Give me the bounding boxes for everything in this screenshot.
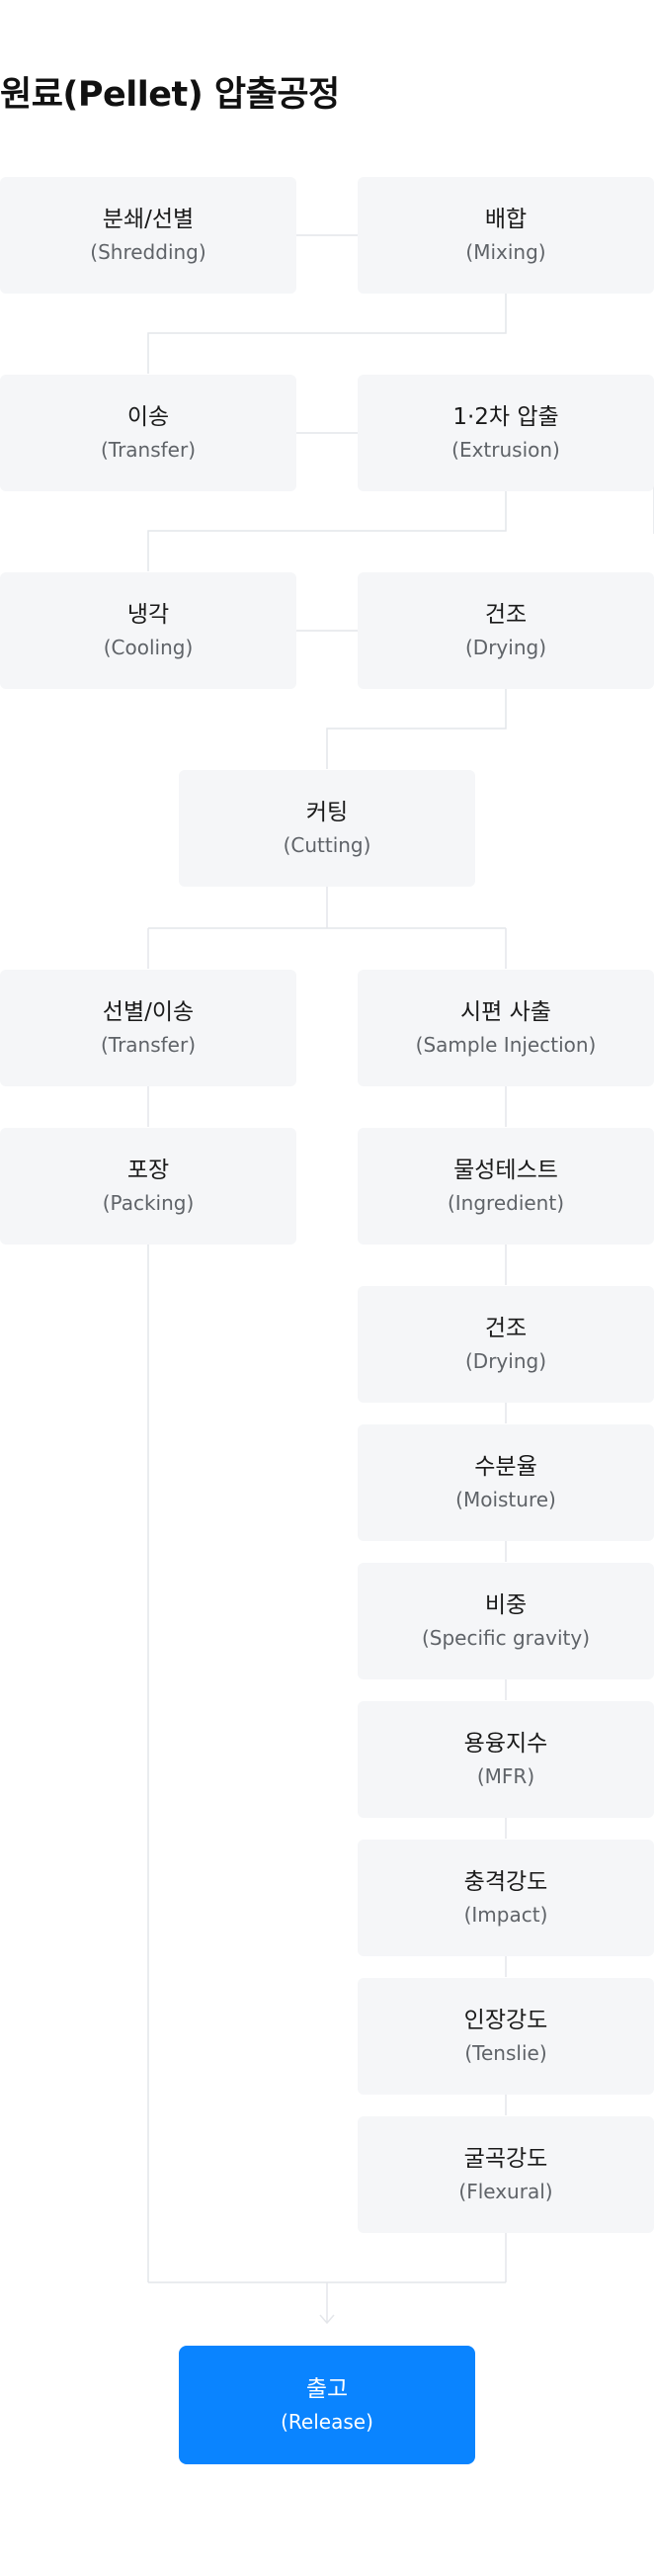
node-mixing-label: 배합 xyxy=(484,207,528,232)
node-sorting-transfer-label: 선별/이송 xyxy=(102,999,195,1025)
node-mixing: 배합 (Mixing) xyxy=(358,177,654,294)
node-test-drying-sublabel: (Drying) xyxy=(465,1349,546,1373)
node-sorting-transfer: 선별/이송 (Transfer) xyxy=(0,970,296,1086)
node-release-sublabel: (Release) xyxy=(281,2410,373,2434)
node-extrusion-sublabel: (Extrusion) xyxy=(451,438,560,462)
node-specific-gravity-label: 비중 xyxy=(484,1592,528,1618)
node-sample-injection: 시편 사출 (Sample Injection) xyxy=(358,970,654,1086)
node-test-drying-label: 건조 xyxy=(484,1316,528,1341)
node-packing-sublabel: (Packing) xyxy=(102,1191,195,1215)
node-release: 출고 (Release) xyxy=(179,2346,475,2464)
node-property-test-label: 물성테스트 xyxy=(453,1158,558,1183)
page-title: 원료(Pellet) 압출공정 xyxy=(0,75,340,115)
node-property-test-sublabel: (Ingredient) xyxy=(447,1191,565,1215)
node-cooling-sublabel: (Cooling) xyxy=(103,636,194,659)
node-sample-injection-label: 시편 사출 xyxy=(460,999,551,1025)
node-packing-label: 포장 xyxy=(126,1158,170,1183)
node-drying-sublabel: (Drying) xyxy=(465,636,546,659)
node-moisture-sublabel: (Moisture) xyxy=(455,1488,556,1511)
node-moisture-label: 수분율 xyxy=(474,1454,537,1480)
node-cutting-sublabel: (Cutting) xyxy=(283,833,371,857)
node-tensile: 인장강도 (Tenslie) xyxy=(358,1978,654,2095)
node-test-drying: 건조 (Drying) xyxy=(358,1286,654,1403)
node-shredding-label: 분쇄/선별 xyxy=(102,207,195,232)
node-sorting-transfer-sublabel: (Transfer) xyxy=(100,1033,197,1057)
node-cutting-label: 커팅 xyxy=(305,800,349,825)
node-impact: 충격강도 (Impact) xyxy=(358,1840,654,1956)
node-flexural: 굴곡강도 (Flexural) xyxy=(358,2116,654,2233)
node-transfer: 이송 (Transfer) xyxy=(0,375,296,491)
node-cutting: 커팅 (Cutting) xyxy=(179,770,475,887)
node-specific-gravity-sublabel: (Specific gravity) xyxy=(421,1626,591,1650)
node-shredding-sublabel: (Shredding) xyxy=(90,240,206,264)
node-impact-sublabel: (Impact) xyxy=(463,1903,548,1927)
node-extrusion-label: 1·2차 압출 xyxy=(452,404,559,430)
node-impact-label: 충격강도 xyxy=(463,1869,548,1895)
node-cooling: 냉각 (Cooling) xyxy=(0,572,296,689)
node-shredding: 분쇄/선별 (Shredding) xyxy=(0,177,296,294)
node-transfer-sublabel: (Transfer) xyxy=(100,438,197,462)
node-mfr-sublabel: (MFR) xyxy=(476,1764,535,1788)
node-mfr: 용융지수 (MFR) xyxy=(358,1701,654,1818)
node-extrusion: 1·2차 압출 (Extrusion) xyxy=(358,375,654,491)
node-flexural-label: 굴곡강도 xyxy=(463,2146,548,2172)
node-tensile-label: 인장강도 xyxy=(463,2008,548,2033)
node-drying: 건조 (Drying) xyxy=(358,572,654,689)
node-mixing-sublabel: (Mixing) xyxy=(465,240,546,264)
node-flexural-sublabel: (Flexural) xyxy=(458,2180,553,2203)
node-drying-label: 건조 xyxy=(484,602,528,628)
node-moisture: 수분율 (Moisture) xyxy=(358,1424,654,1541)
node-transfer-label: 이송 xyxy=(126,404,170,430)
node-release-label: 출고 xyxy=(305,2376,349,2402)
node-tensile-sublabel: (Tenslie) xyxy=(464,2041,547,2065)
node-sample-injection-sublabel: (Sample Injection) xyxy=(415,1033,597,1057)
node-mfr-label: 용융지수 xyxy=(463,1731,548,1757)
node-cooling-label: 냉각 xyxy=(126,602,170,628)
node-property-test: 물성테스트 (Ingredient) xyxy=(358,1128,654,1245)
node-packing: 포장 (Packing) xyxy=(0,1128,296,1245)
node-specific-gravity: 비중 (Specific gravity) xyxy=(358,1563,654,1679)
